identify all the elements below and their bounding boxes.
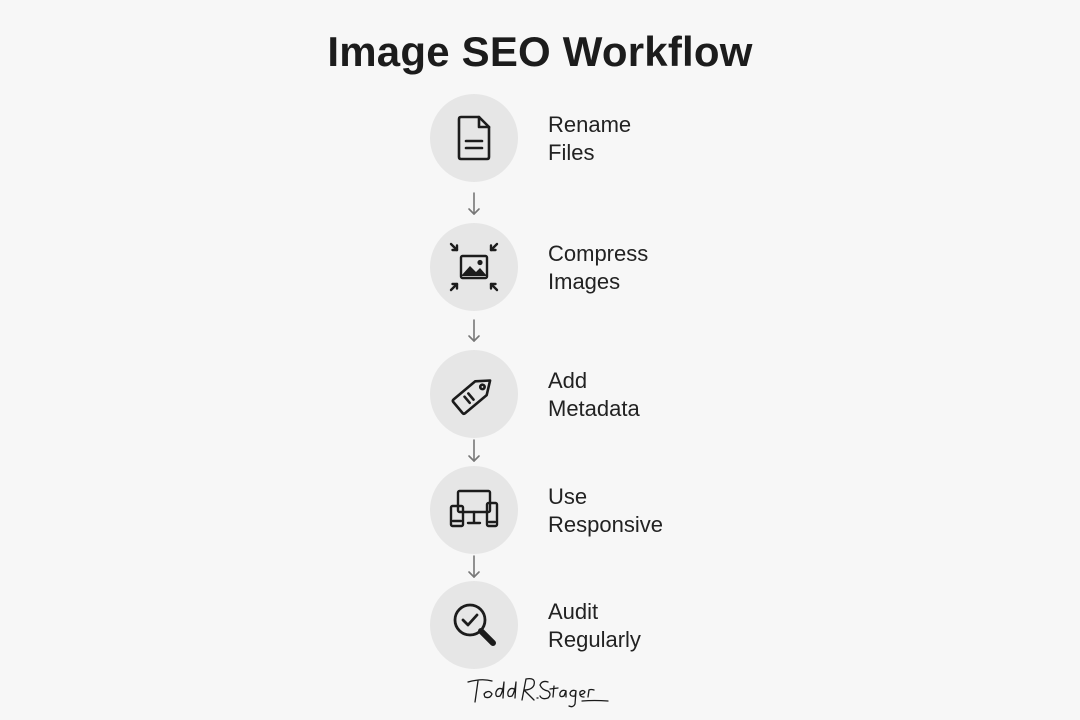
step-label: Audit Regularly xyxy=(548,598,641,654)
arrow-down-icon xyxy=(468,555,480,578)
magnifier-check-icon xyxy=(453,603,496,646)
step-label-line2: Files xyxy=(548,140,595,165)
step-compress-images: Compress Images xyxy=(430,223,790,311)
devices-icon xyxy=(449,489,499,528)
step-circle xyxy=(430,581,518,669)
tag-icon xyxy=(451,379,492,415)
step-label: Add Metadata xyxy=(548,367,640,423)
step-label-line1: Rename xyxy=(548,112,632,137)
step-label-line1: Add xyxy=(548,368,588,393)
step-label: Rename Files xyxy=(548,111,631,167)
step-circle xyxy=(430,466,518,554)
step-rename-files: Rename Files xyxy=(430,94,790,182)
step-label-line1: Audit xyxy=(548,599,599,624)
arrow-down-icon xyxy=(468,192,480,215)
step-label-line2: Responsive xyxy=(548,512,663,537)
arrow-down-icon xyxy=(468,439,480,462)
diagram-title: Image SEO Workflow xyxy=(327,28,753,75)
flow-arrow xyxy=(467,318,481,344)
arrow-down-icon xyxy=(468,319,480,342)
document-icon xyxy=(457,115,491,161)
step-label: Compress Images xyxy=(548,240,648,296)
flow-arrow xyxy=(467,554,481,580)
step-use-responsive: Use Responsive xyxy=(430,466,790,554)
step-label-line2: Regularly xyxy=(548,627,641,652)
step-audit-regularly: Audit Regularly xyxy=(430,581,790,669)
step-label: Use Responsive xyxy=(548,483,663,539)
step-label-line2: Images xyxy=(548,269,621,294)
step-circle xyxy=(430,350,518,438)
compress-image-icon xyxy=(449,242,499,292)
step-label-line2: Metadata xyxy=(548,396,640,421)
flow-arrow xyxy=(467,191,481,217)
step-label-line1: Compress xyxy=(548,241,649,266)
author-signature xyxy=(467,677,609,708)
step-add-metadata: Add Metadata xyxy=(430,350,790,438)
step-circle xyxy=(430,223,518,311)
step-label-line1: Use xyxy=(548,484,588,509)
flow-arrow xyxy=(467,438,481,464)
step-circle xyxy=(430,94,518,182)
